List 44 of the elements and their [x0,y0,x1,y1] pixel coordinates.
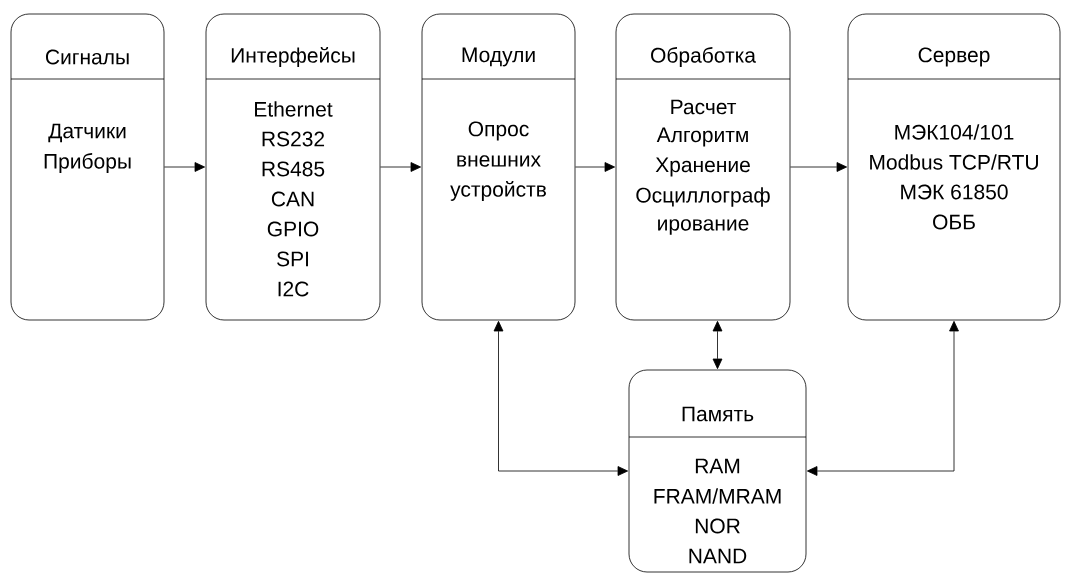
box-item: RS232 [262,131,325,147]
arrow [712,320,723,370]
box-item: RS485 [262,161,325,177]
box-item: Алгоритм [656,127,748,147]
box-item: Modbus TCP/RTU [870,154,1038,170]
box-item: I2C [278,281,309,297]
box-item: Датчики [48,123,126,143]
arrow [575,162,616,172]
process-box [628,369,807,573]
box-item: Расчет [671,99,737,115]
box-item: устройств [450,181,546,201]
process-box [847,13,1061,321]
box-item: Хранение [655,157,750,177]
process-box [615,13,791,321]
box-title: Память [682,406,754,422]
box-title: Сигналы [46,49,129,65]
box-item: FRAM/MRAM [654,488,781,504]
box-item: NOR [695,518,740,534]
process-box [10,13,165,321]
box-item: RAM [695,458,740,474]
box-item: Ethernet [255,101,333,117]
process-box [421,13,576,321]
box-title: Модули [462,47,535,67]
box-item: ОББ [933,214,975,230]
arrow [790,162,848,172]
box-item: Осциллограф [636,187,770,207]
box-item: CAN [271,191,314,207]
box-item: МЭК 61850 [901,184,1008,200]
arrow [493,320,629,476]
process-box [205,13,381,321]
box-item: МЭК104/101 [895,124,1014,140]
box-title: Сервер [918,47,990,67]
box-item: внешних [457,155,541,167]
box-item: SPI [277,251,308,267]
box-item: Приборы [44,153,131,173]
arrow [164,162,206,172]
box-item: ирование [658,219,749,235]
box-title: Обработка [651,47,756,67]
box-item: NAND [689,548,747,564]
arrow [807,320,959,476]
box-title: Интерфейсы [231,47,355,67]
box-item: GPIO [267,221,319,237]
arrow [380,162,422,172]
box-item: Опрос [468,121,529,141]
